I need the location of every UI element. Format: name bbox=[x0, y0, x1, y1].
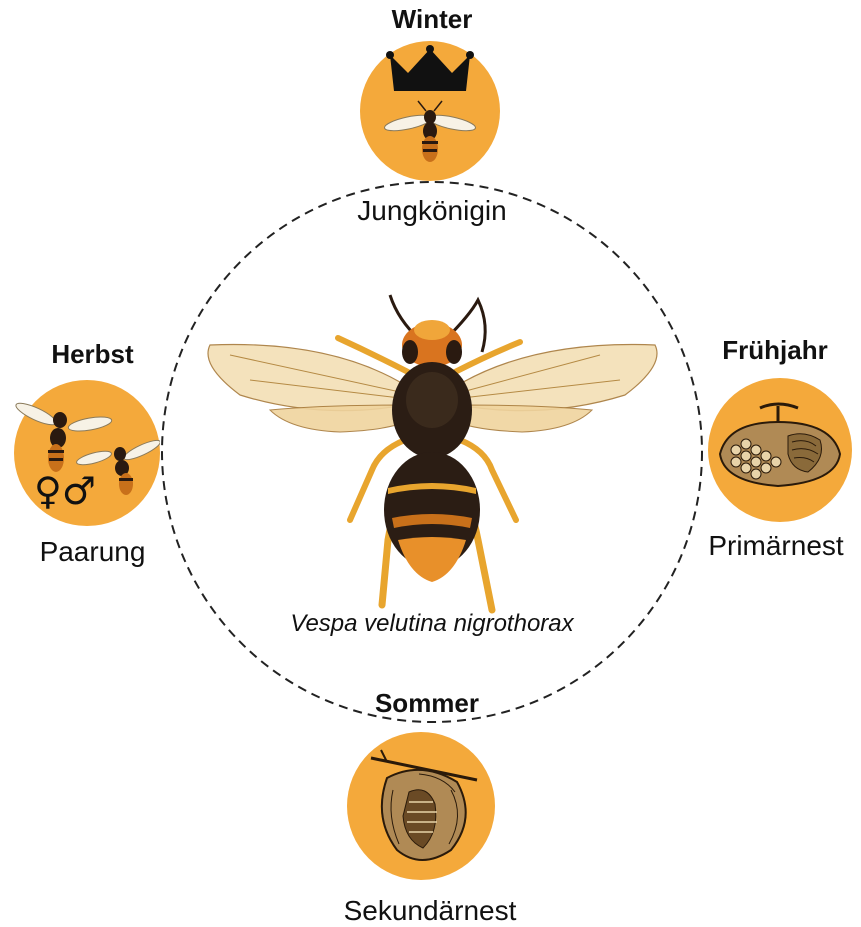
species-name: Vespa velutina nigrothorax bbox=[212, 610, 652, 638]
